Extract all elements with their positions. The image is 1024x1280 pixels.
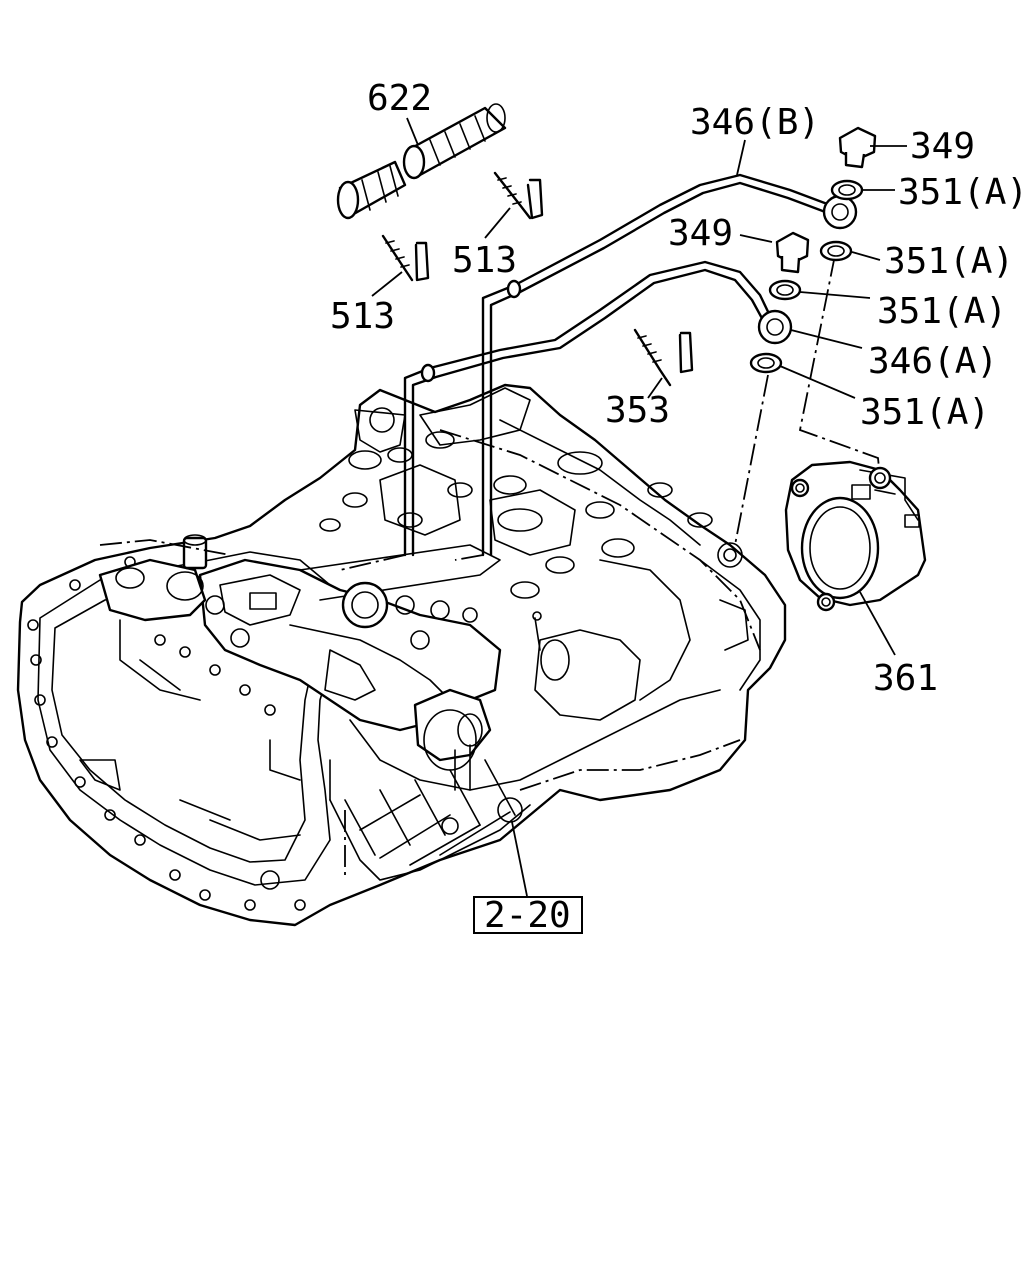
callout-351a-1: 351(A) [898, 172, 1024, 213]
clip-353-icon [633, 328, 694, 387]
washer-351a-2-icon [819, 240, 853, 262]
callout-513-right: 513 [452, 240, 517, 281]
callout-513-left: 513 [330, 296, 395, 337]
callout-361: 361 [873, 658, 938, 699]
callout-351a-3: 351(A) [877, 291, 1007, 332]
callout-346a: 346(A) [868, 341, 998, 382]
transmission-case [16, 383, 787, 927]
leader-lines [371, 117, 907, 897]
reference-box-label[interactable]: 2-20 [484, 895, 571, 936]
clip-513-right-icon [493, 171, 544, 220]
washer-351a-3-icon [768, 279, 802, 301]
guide-line-pipes [339, 554, 484, 571]
guide-line-346a [734, 374, 769, 546]
sleeve-622-icon [336, 103, 507, 220]
guide-line-346b [798, 254, 881, 479]
plug-349-mid-icon [775, 231, 810, 274]
callout-351a-4: 351(A) [860, 392, 990, 433]
pipe-346b [481, 173, 858, 557]
callout-353: 353 [605, 390, 670, 431]
washer-351a-1-icon [830, 179, 864, 201]
reference-box [473, 896, 583, 934]
callout-349-mid: 349 [668, 213, 733, 254]
plug-349-top-icon [838, 126, 877, 169]
callout-349-top: 349 [910, 126, 975, 167]
callout-622: 622 [367, 78, 432, 119]
pipe-346a [403, 260, 793, 557]
housing-361-icon [784, 460, 927, 612]
callout-346b: 346(B) [690, 102, 820, 143]
washer-351a-4-icon [749, 352, 783, 374]
clip-513-left-icon [381, 234, 430, 282]
callout-351a-2: 351(A) [884, 241, 1014, 282]
